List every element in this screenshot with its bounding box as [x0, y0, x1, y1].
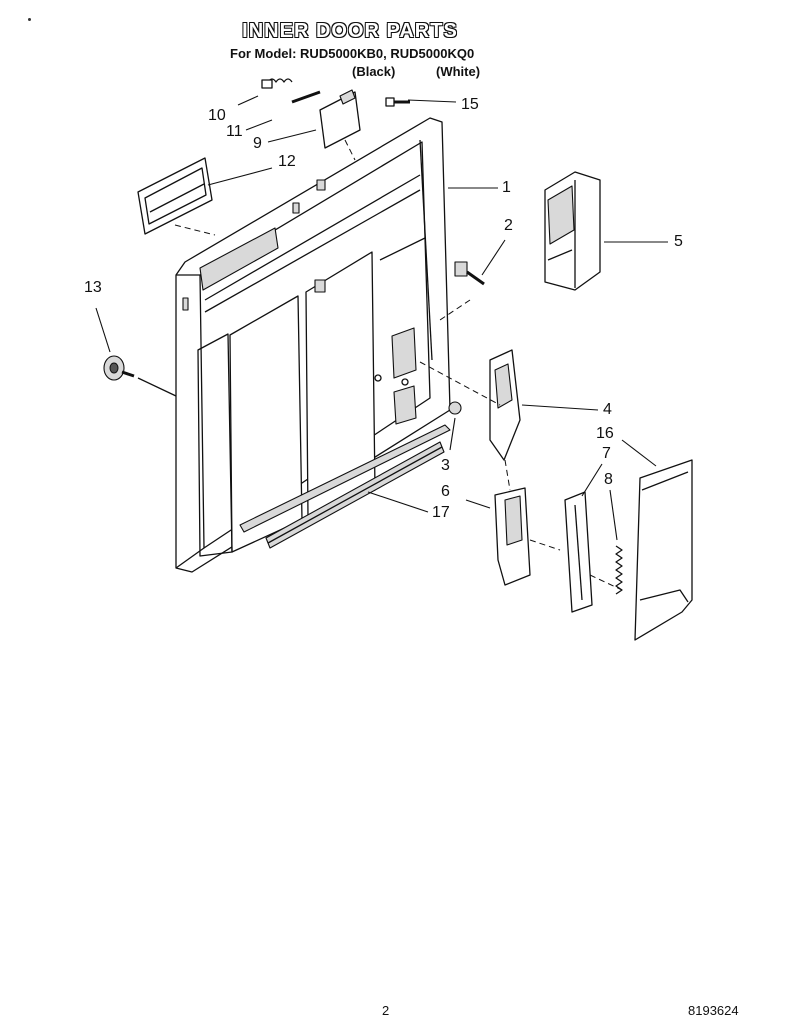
inner-door-panel — [175, 117, 451, 573]
callout-15: 15 — [461, 96, 479, 113]
part-5-latch-housing — [544, 171, 601, 291]
callout-7: 7 — [602, 445, 611, 462]
part-8-spring — [615, 545, 623, 595]
callout-6: 6 — [441, 483, 450, 500]
part-4-latch — [419, 349, 521, 491]
part-16-side-panel — [634, 459, 693, 641]
callout-4: 4 — [603, 401, 612, 418]
callout-9: 9 — [253, 135, 262, 152]
document-number: 8193624 — [688, 1003, 739, 1018]
part-3-nut — [448, 401, 462, 415]
callout-1: 1 — [502, 179, 511, 196]
callout-13: 13 — [84, 279, 102, 296]
variant-black-label: (Black) — [352, 64, 396, 79]
callout-17: 17 — [432, 504, 450, 521]
part-12-handle — [137, 157, 216, 236]
part-17-trim-strip — [265, 441, 445, 549]
callout-2: 2 — [504, 217, 513, 234]
part-15-screw — [385, 97, 410, 107]
part-2-screw — [439, 261, 485, 321]
part-7-slide — [564, 491, 623, 613]
part-6-latch — [494, 487, 561, 586]
callout-12: 12 — [278, 153, 296, 170]
callout-5: 5 — [674, 233, 683, 250]
variant-white-label: (White) — [436, 64, 481, 79]
model-subtitle: For Model: RUD5000KB0, RUD5000KQ0 — [230, 46, 475, 61]
part-10-spring — [261, 78, 293, 89]
stray-mark — [28, 18, 31, 21]
page-number: 2 — [382, 1003, 390, 1018]
callout-8: 8 — [604, 471, 613, 488]
callout-16: 16 — [596, 425, 614, 442]
part-9-cover — [319, 89, 361, 161]
part-11-pin — [291, 90, 321, 104]
callout-3: 3 — [441, 457, 450, 474]
callout-11: 11 — [226, 123, 243, 140]
callout-10: 10 — [208, 107, 226, 124]
leader-lines — [95, 95, 668, 541]
page-title: INNER DOOR PARTS — [242, 20, 458, 42]
part-13-knob — [103, 355, 177, 397]
